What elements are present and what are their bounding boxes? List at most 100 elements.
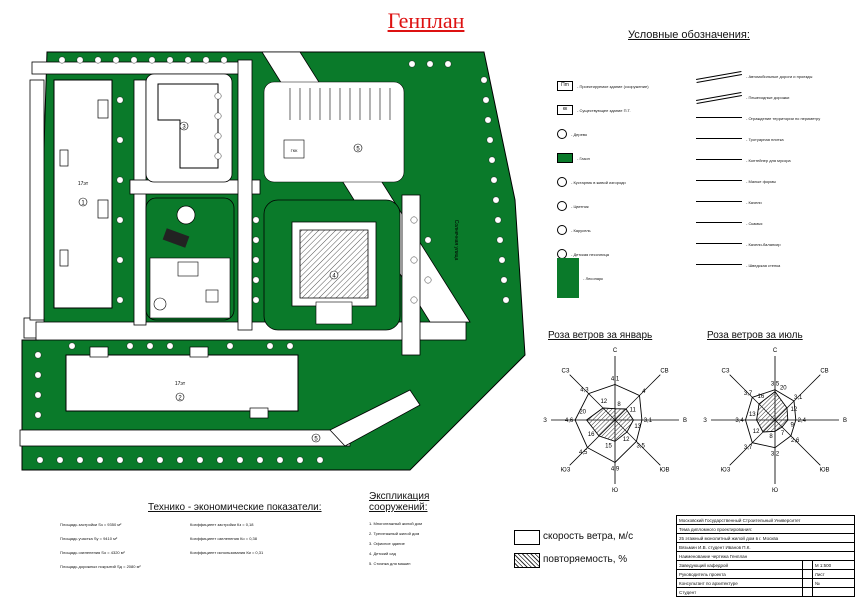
parking-label: 5 [356,147,360,153]
rose-january-repeat-label: 15 [605,444,612,450]
road-north [31,61,243,75]
carousel-symbol-icon [557,225,567,235]
explication-item: 1. Многоэтажный жилой дом [369,521,423,526]
legend-item: - Малые формы [696,171,856,192]
title-block: Московский Государственный Строительный … [675,515,856,597]
rose-july-speed-label: 3,4 [735,418,744,424]
legend-item: - Лесопарк [557,258,697,298]
stamp-row-b: Заведующий кафедрой [675,560,804,570]
rose-january-direction-label: ЮЗ [561,468,571,474]
speed-key-box [514,530,540,545]
legend-item-label: - Контейнер для мусора [746,158,791,163]
stamp-authors: Вязьмин И.В. студент Иванов П.К. [676,542,855,552]
rose-january-repeat-label: 11 [630,408,637,414]
explication-list: 1. Многоэтажный жилой дом 2. Трехэтажный … [369,521,489,571]
rose-july-repeat-label: 13 [749,412,756,418]
rose-july-direction-label: С [773,348,778,354]
rose-july-direction-label: СЗ [722,369,730,375]
site-plan: 3 1 17эт 2 17эт 4 5 5 ГКК Солнечная улиц… [19,51,526,471]
legend-item-label: - Существующее здание П.Т. [577,107,631,113]
stamp-row-c: Руководитель проекта [675,569,804,579]
stamp-theme-1: Тема дипломного проектирования: [676,524,855,534]
tep-label: Площадь участка [60,536,94,541]
playground [145,197,235,321]
tep-title: Технико - экономические показатели: [148,502,322,513]
legend-item-label: - Ограждение территории по периметру [746,116,821,121]
explication-title: Экспликация сооружений: [369,491,449,513]
rose-january-chart: 4,18С411СВ3,113В3,512ЮВ4,915Ю4,516ЮЗ4,62… [543,348,687,494]
rose-july-speed-polygon [745,389,797,449]
rose-january-direction-label: ЮВ [659,468,669,474]
legend-item: - Карусель [557,218,697,242]
rose-january-repeat-label: 12 [623,437,630,443]
rose-january-speed-label: 4,5 [579,450,588,456]
explication-item: 4. Детский сад [369,551,396,556]
rose-january-title: Роза ветров за январь [548,330,653,341]
stamp-sheet-no: № [811,578,856,588]
building-3-label: 3 [182,125,186,131]
legend-item-label: - Дерево [571,131,588,137]
tep-row: Коэффициент использования Ки = 0,31 [190,550,340,564]
tep-formula: Sд = 2080 м² [117,564,141,569]
tep-left: Площадь застройки Sз = 9350 м² Площадь уч… [60,522,190,578]
legend-item: - Пешеходные дорожки [696,87,856,108]
trash-container-symbol-icon [696,159,742,162]
garage-code: ГКК [291,148,298,153]
explication-item: 5. Стоянка для машин [369,561,411,566]
rose-july-direction-label: З [703,418,707,424]
wall-bars-symbol-icon [696,264,742,267]
tep-row: Площадь участка Sу = 9410 м² [60,536,190,550]
rose-july-speed-label: 3,7 [744,391,753,397]
building-4 [263,199,401,331]
rose-january-speed-polygon [574,384,643,464]
legend-item: - Газон [557,146,697,170]
legend-item: - Цветник [557,194,697,218]
footpath-symbol-icon [696,91,742,104]
legend-item-label: - Газон [577,155,590,161]
rose-july-speed-label: 3,7 [744,445,753,451]
tep-label: Площадь озеленения [60,550,102,555]
rose-july-speed-label: 3,5 [771,382,780,388]
tep-formula: Ки = 0,31 [246,550,264,555]
tep-row: Коэффициент озеленения Ко = 0,38 [190,536,340,550]
building-3 [145,73,233,183]
tep-label: Площадь застройки [60,522,99,527]
tep-row: Площадь озеленения Sо = 4320 м² [60,550,190,564]
rose-january-speed-label: 4 [642,389,646,395]
rose-july-speed-label: 3,1 [794,395,803,401]
swing-symbol-icon [696,201,742,204]
stamp-row-e: Студент [675,587,804,597]
seesaw-symbol-icon [696,243,742,246]
rose-january-repeat-label: 8 [617,402,621,408]
explication-title-text: Экспликация сооружений: [369,491,430,513]
small-forms-symbol-icon [696,180,742,183]
road-mid-v2 [237,59,253,331]
legend-left: Пm- Проектируемое здание (сооружение)кк-… [557,74,697,298]
legend-item-label: - Малые формы [746,179,776,184]
tep-label: Коэффициент застройки [190,522,237,527]
pavement-symbol-icon [696,138,742,141]
repeat-key-box [514,553,540,568]
flowerbed-symbol-icon [557,201,567,211]
building-1 [53,79,113,309]
tep-formula: Ко = 0,38 [240,536,257,541]
stamp-drawing: Наименование чертежа Генплан [676,551,855,561]
explication-item: 3. Офисное здание [369,541,405,546]
tep-formula: Sз = 9350 м² [98,522,122,527]
tep-label: Коэффициент озеленения [190,536,241,541]
explication-item: 2. Трехэтажный жилой дом [369,531,420,536]
legend-item: - Ограждение территории по периметру [696,108,856,129]
rose-january-direction-label: В [683,418,687,424]
building-1-floors: 17эт [78,181,89,187]
legend-item-label: - Шведская стенка [746,263,781,268]
stamp-theme-2: 25 этажный монолитный жилой дом в г. Мос… [676,533,855,543]
rose-july-repeat-label: 12 [791,407,798,413]
legend-item: - Кустарник в живой изгороди [557,170,697,194]
tree-symbol-icon [557,129,567,139]
rose-july-repeat-label: 8 [769,434,773,440]
legend-item-label: - Цветник [571,203,589,209]
road-lower [19,429,351,447]
rose-january-repeat-label: 13 [634,424,641,430]
forest-symbol-icon [557,258,579,298]
